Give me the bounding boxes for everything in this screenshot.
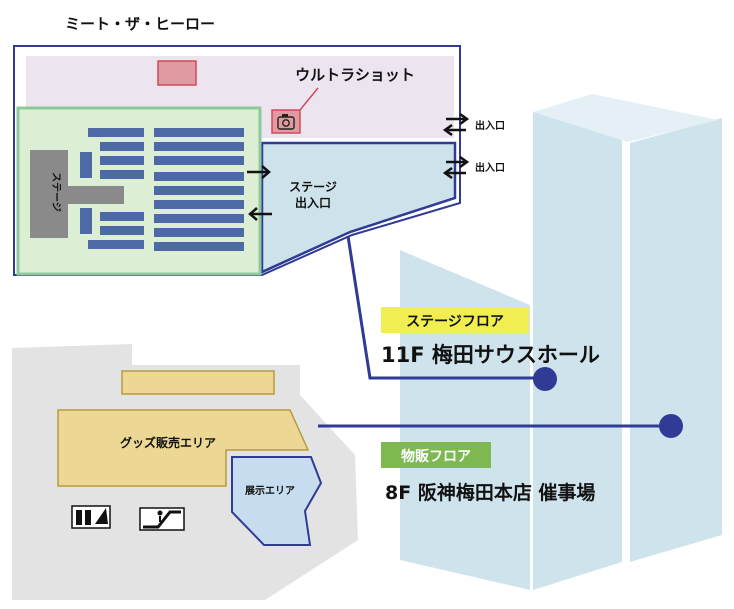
goods-floor-name: 8F 阪神梅田本店 催事場 <box>385 481 595 504</box>
ultra-shot-label: ウルトラショット <box>295 66 415 84</box>
arrow-left-icon <box>248 207 272 221</box>
seat-block <box>100 142 144 151</box>
exhibit-area-shape <box>231 456 323 546</box>
seat-block <box>100 212 144 221</box>
seat-block <box>154 214 244 223</box>
corridor-area <box>260 141 457 274</box>
entrance-label: 出入口 <box>475 119 505 132</box>
stage-floor-plan: ステージ <box>13 45 505 276</box>
ultra-shot-leader <box>299 87 319 111</box>
stage-floor-dot <box>533 367 557 391</box>
seat-block <box>100 156 144 165</box>
stage-floor-tag <box>381 307 529 333</box>
seat-block <box>154 228 244 237</box>
arrow-right-icon <box>247 165 271 179</box>
goods-area-label: グッズ販売エリア <box>120 435 216 450</box>
meet-marker <box>157 60 197 86</box>
goods-floor-tag-label: 物販フロア <box>401 448 471 465</box>
seat-block <box>154 200 244 209</box>
escalator-icon <box>139 507 185 531</box>
seat-blocks <box>80 128 244 251</box>
building-left-face <box>400 250 530 590</box>
stage-exit-label-line1: ステージ <box>289 180 337 194</box>
camera-icon <box>277 114 295 130</box>
stage-block <box>30 150 124 238</box>
entrance-label: 出入口 <box>475 161 505 174</box>
seat-block <box>88 128 144 137</box>
exchange-arrows-icon <box>442 155 470 180</box>
seat-block <box>100 170 144 179</box>
goods-floor-dot <box>659 414 683 438</box>
building-top <box>533 94 718 142</box>
seat-block <box>154 242 244 251</box>
stage-floor-connector <box>346 235 545 380</box>
seat-block <box>100 226 144 235</box>
exhibit-area-label: 展示エリア <box>245 485 295 497</box>
stage-exit-label-line2: 出入口 <box>295 195 331 210</box>
stage-floor-tag-label: ステージフロア <box>406 314 504 330</box>
stage-label: ステージ <box>50 172 62 212</box>
goods-floor-plan: グッズ販売エリア 展示エリア <box>12 344 358 600</box>
seat-block <box>80 208 92 234</box>
seat-block <box>154 142 244 151</box>
building-right-face <box>630 118 722 562</box>
stage-floor-name: 11F 梅田サウスホール <box>381 343 600 367</box>
seat-block <box>154 128 244 137</box>
exchange-arrows-icon <box>442 112 470 137</box>
building-center-face <box>533 112 622 590</box>
seat-block <box>80 152 92 178</box>
meet-label: ミート・ザ・ヒーロー <box>65 15 215 33</box>
elevator-icon <box>71 505 111 529</box>
seat-block <box>154 172 244 181</box>
seat-block <box>154 186 244 195</box>
goods-shelf <box>121 370 275 395</box>
seat-block <box>154 156 244 165</box>
building-illustration <box>400 94 722 590</box>
seat-block <box>88 240 144 249</box>
goods-floor-tag <box>381 442 491 468</box>
ultra-shot-marker <box>271 109 301 134</box>
goods-area-shape <box>57 409 310 487</box>
